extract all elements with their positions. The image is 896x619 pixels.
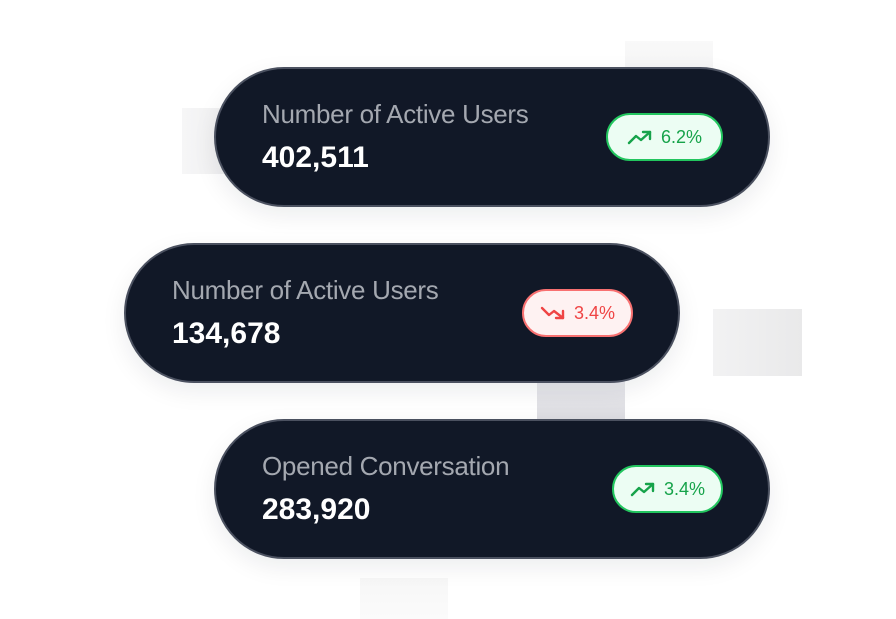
trend-down-icon xyxy=(540,305,566,321)
trend-up-icon xyxy=(627,129,653,145)
trend-badge-down: 3.4% xyxy=(522,289,633,337)
trend-percent: 3.4% xyxy=(663,478,706,499)
stat-card-active-users-2: Number of Active Users 134,678 3.4% xyxy=(124,243,680,383)
trend-percent: 3.4% xyxy=(573,302,616,323)
trend-badge-up: 6.2% xyxy=(606,113,723,161)
stat-value: 134,678 xyxy=(172,317,281,350)
stat-label: Opened Conversation xyxy=(262,451,510,481)
stat-label: Number of Active Users xyxy=(262,99,529,129)
trend-percent: 6.2% xyxy=(660,126,703,147)
decorative-block xyxy=(713,309,802,376)
stat-card-opened-conversation: Opened Conversation 283,920 3.4% xyxy=(214,419,770,559)
stat-value: 283,920 xyxy=(262,493,371,526)
stat-value: 402,511 xyxy=(262,141,369,174)
decorative-block xyxy=(360,578,448,619)
trend-badge-up: 3.4% xyxy=(612,465,723,513)
stat-label: Number of Active Users xyxy=(172,275,439,305)
stat-card-active-users-1: Number of Active Users 402,511 6.2% xyxy=(214,67,770,207)
trend-up-icon xyxy=(630,481,656,497)
